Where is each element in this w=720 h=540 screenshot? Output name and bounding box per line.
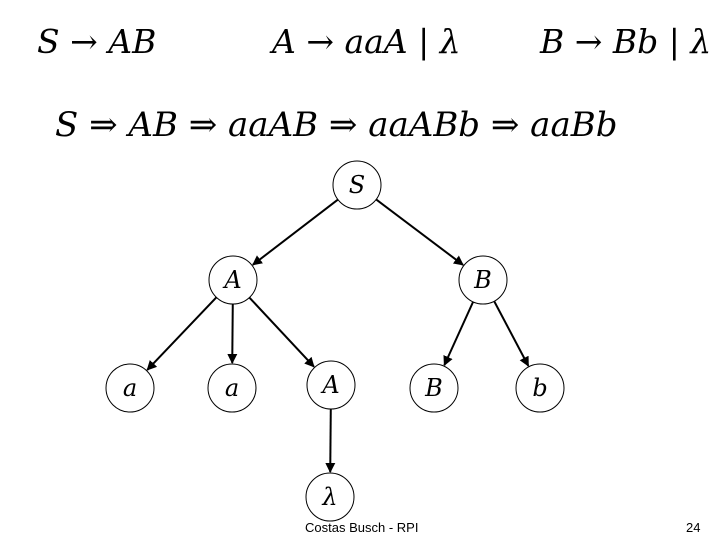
tree-node-label: b xyxy=(532,374,547,402)
tree-node-circle xyxy=(332,160,382,210)
tree-node-a2: a xyxy=(207,363,257,413)
page-number: 24 xyxy=(686,520,701,535)
tree-node-circle xyxy=(515,363,565,413)
tree-node-circle xyxy=(208,255,258,305)
tree-node-label: λ xyxy=(321,483,337,511)
tree-node-circle xyxy=(105,363,155,413)
tree-node-a1: a xyxy=(105,363,155,413)
tree-edge-A2-lambda xyxy=(325,408,336,474)
tree-edge-B-B2 xyxy=(443,301,474,367)
tree-node-A: A xyxy=(208,255,258,305)
tree-edges xyxy=(146,198,530,474)
grammar-rule-a: A → aaA | λ xyxy=(272,22,461,61)
tree-node-label: a xyxy=(225,374,239,402)
grammar-rule-s: S → AB xyxy=(37,22,157,61)
tree-node-A2: A xyxy=(306,360,356,410)
tree-node-circle xyxy=(305,472,355,522)
tree-node-circle xyxy=(409,363,459,413)
tree-node-label: B xyxy=(473,266,492,294)
footer-author: Costas Busch - RPI xyxy=(305,520,419,535)
tree-node-B2: B xyxy=(409,363,459,413)
tree-edge-S-B xyxy=(375,198,464,266)
tree-edge-S-A xyxy=(252,198,339,266)
tree-edge-A-a1 xyxy=(146,296,218,371)
tree-edge-B-b xyxy=(493,300,530,367)
tree-node-circle xyxy=(306,360,356,410)
tree-node-label: a xyxy=(123,374,137,402)
grammar-rule-b: B → Bb | λ xyxy=(540,22,712,61)
tree-node-circle xyxy=(207,363,257,413)
tree-node-label: B xyxy=(424,374,443,402)
tree-node-label: A xyxy=(222,266,241,294)
tree-node-label: A xyxy=(320,371,339,399)
tree-node-lambda: λ xyxy=(305,472,355,522)
tree-edge-A-a2 xyxy=(227,303,238,365)
tree-edge-A-A2 xyxy=(248,296,315,368)
tree-node-B: B xyxy=(458,255,508,305)
tree-node-label: S xyxy=(349,171,365,199)
tree-node-b: b xyxy=(515,363,565,413)
tree-node-S: S xyxy=(332,160,382,210)
derivation-sequence: S ⇒ AB ⇒ aaAB ⇒ aaABb ⇒ aaBb xyxy=(55,105,618,145)
tree-node-circle xyxy=(458,255,508,305)
